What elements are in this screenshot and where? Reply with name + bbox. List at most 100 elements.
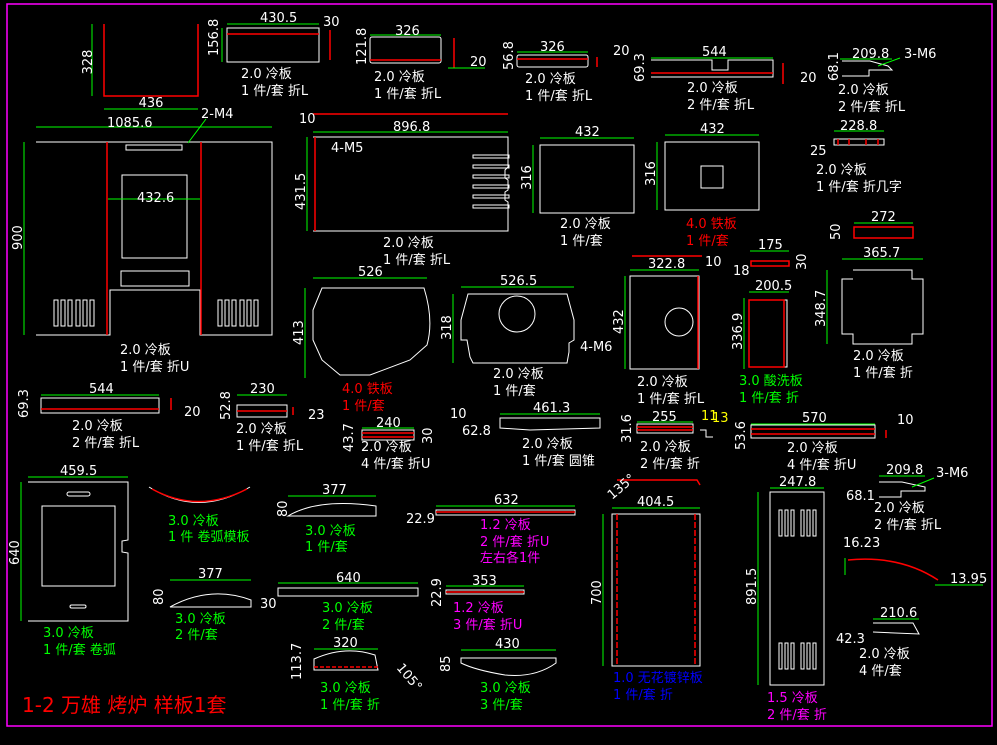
part-note: 1 件/套 折: [853, 365, 913, 381]
dim-label: 210.6: [880, 606, 917, 621]
dim-label: 156.8: [207, 19, 222, 56]
part-channel-228[interactable]: 228.8 25 2.0 冷板 1 件/套 折几字: [810, 119, 902, 195]
part-strip-632[interactable]: 632 22.9 1.2 冷板 2 件/套 折U 左右各1件: [406, 493, 576, 566]
part-note: 2.0 冷板: [383, 236, 434, 251]
part-note: 1 件/套 圆锥: [522, 453, 595, 469]
dim-label: 31.6: [620, 414, 635, 443]
part-arc-377a[interactable]: 377 80 3.0 冷板 1 件/套: [276, 483, 377, 555]
part-note: 1 件/套: [342, 398, 385, 414]
dim-label: 20: [800, 71, 817, 86]
part-note: 3.0 冷板: [168, 514, 219, 529]
part-note: 1 件/套 折几字: [816, 179, 902, 195]
part-bracket-209b[interactable]: 209.8 68.1 3-M6 2.0 冷板 2 件/套 折L: [846, 463, 968, 533]
part-note: 1 件/套 卷弧: [43, 642, 116, 658]
part-arc-320[interactable]: 320 113.7 105° 3.0 冷板 1 件/套 折: [290, 636, 425, 713]
part-note: 2.0 冷板: [361, 440, 412, 455]
dim-label: 13.95: [950, 572, 987, 587]
part-tray-526[interactable]: 526 413 4.0 铁板 1 件/套: [292, 265, 431, 414]
part-bracket-209a[interactable]: 209.8 68.1 3-M6 2.0 冷板 2 件/套 折L: [827, 47, 936, 115]
dim-label: 326: [540, 40, 565, 55]
part-note: 4.0 铁板: [686, 217, 737, 232]
part-panel-404[interactable]: 404.5 700 135° 1.0 无花镀锌板 1 件/套 折: [590, 471, 703, 703]
part-u-channel[interactable]: 328 436: [81, 24, 199, 111]
dim-label: 69.3: [17, 389, 32, 418]
part-note: 1 件/套 折: [613, 687, 673, 703]
dim-label: 316: [644, 161, 659, 186]
part-panel-247[interactable]: 247.8 891.5 1.5 冷板 2 件/套 折: [745, 475, 827, 723]
part-note: 1 件/套 折: [320, 697, 380, 713]
dim-label: 900: [11, 225, 26, 250]
part-note: 2 件/套 折L: [838, 99, 906, 115]
part-plate-544b[interactable]: 544 69.3 20 2.0 冷板 2 件/套 折L: [17, 382, 201, 451]
dim-label: 20: [184, 405, 201, 420]
part-arc-377b[interactable]: 377 80 3.0 冷板 2 件/套: [152, 567, 252, 643]
part-note: 2 件/套 折L: [687, 97, 755, 113]
part-door-459[interactable]: 459.5 640 3.0 冷板 1 件/套 卷弧: [8, 464, 129, 658]
part-strip-175[interactable]: 175 18 30: [733, 238, 810, 279]
part-plate-322[interactable]: 322.8 432 10 2.0 冷板 1 件/套 折L: [612, 255, 722, 407]
part-note: 2.0 冷板: [874, 501, 925, 516]
part-plate-432b[interactable]: 432 316 4.0 铁板 1 件/套: [644, 122, 760, 249]
part-plate-326a[interactable]: 326 121.8 20 2.0 冷板 1 件/套 折L: [355, 24, 487, 102]
part-note: 2.0 冷板: [787, 441, 838, 456]
dim-label: 348.7: [814, 290, 829, 327]
part-plate-570[interactable]: 570 53.6 10 2.0 冷板 4 件/套 折U: [734, 411, 914, 473]
part-strip-272[interactable]: 272 50: [829, 210, 914, 240]
part-note: 3.0 冷板: [322, 601, 373, 616]
dim-label: 22.9: [430, 578, 445, 607]
part-note: 2 件/套: [175, 627, 218, 643]
part-note: 2.0 冷板: [522, 437, 573, 452]
dim-label: 22.9: [406, 512, 435, 527]
part-plate-544a[interactable]: 544 69.3 20 2.0 冷板 2 件/套 折L: [633, 45, 817, 113]
part-note: 4 件/套: [859, 663, 902, 679]
part-note: 3.0 冷板: [320, 681, 371, 696]
part-box-200[interactable]: 200.5 336.9 3.0 酸洗板 1 件/套 折: [731, 279, 803, 406]
callout-label: 4-M5: [331, 141, 363, 156]
dim-label: 80: [276, 500, 291, 517]
dim-label: 326: [395, 24, 420, 39]
part-plate-326b[interactable]: 326 56.8 20 2.0 冷板 1 件/套 折L: [502, 40, 630, 104]
dim-label: 68.1: [827, 52, 842, 81]
dim-label: 68.1: [846, 489, 875, 504]
part-plate-230[interactable]: 230 52.8 23 2.0 冷板 1 件/套 折L: [219, 382, 325, 454]
part-strip-353[interactable]: 353 22.9 1.2 冷板 3 件/套 折U: [430, 574, 525, 633]
dim-label: 365.7: [863, 246, 900, 261]
part-plate-365[interactable]: 365.7 348.7 2.0 冷板 1 件/套 折: [814, 246, 924, 381]
part-note: 1 件/套 折U: [120, 359, 189, 375]
part-note: 3.0 冷板: [305, 524, 356, 539]
part-plate-255[interactable]: 255 31.6 11 13 2.0 冷板 2 件/套 折: [620, 409, 729, 472]
part-arc-430[interactable]: 430 85 3.0 冷板 3 件/套: [439, 637, 557, 713]
part-note: 2.0 冷板: [859, 647, 910, 662]
part-arc-strip[interactable]: 16.23 13.95: [843, 536, 987, 587]
part-note: 2.0 冷板: [853, 349, 904, 364]
dim-label: 121.8: [355, 28, 370, 65]
part-note: 4 件/套 折U: [787, 457, 856, 473]
dim-label: 209.8: [852, 47, 889, 62]
part-strip-640[interactable]: 640 30 3.0 冷板 2 件/套: [260, 571, 419, 633]
part-arc-template[interactable]: 3.0 冷板 1 件 卷弧模板: [148, 486, 251, 545]
dim-label: 10: [897, 413, 914, 428]
part-plate-526-5[interactable]: 526.5 318 4-M6 2.0 冷板 1 件/套: [440, 274, 612, 399]
part-note: 2.0 冷板: [640, 440, 691, 455]
part-note: 1 件 卷弧模板: [168, 529, 250, 545]
part-plate-430[interactable]: 430.5 156.8 30 2.0 冷板 1 件/套 折L: [207, 11, 340, 99]
part-cone-461[interactable]: 461.3 62.8 2.0 冷板 1 件/套 圆锥: [462, 401, 601, 469]
dim-label: 10: [450, 407, 467, 422]
part-bracket-210[interactable]: 210.6 42.3 2.0 冷板 4 件/套: [836, 606, 920, 679]
part-plate-240[interactable]: 240 43.7 10 30 2.0 冷板 4 件/套 折U: [342, 407, 467, 472]
dim-label: 85: [439, 655, 454, 672]
dim-label: 240: [376, 416, 401, 431]
part-note: 2 件/套 折: [640, 456, 700, 472]
part-note: 2.0 冷板: [560, 217, 611, 232]
part-note: 3 件/套: [480, 697, 523, 713]
dim-label: 430: [495, 637, 520, 652]
dim-label: 432: [700, 122, 725, 137]
part-note: 1 件/套 折: [739, 390, 799, 406]
part-plate-432a[interactable]: 432 316 2.0 冷板 1 件/套: [520, 125, 635, 249]
dim-label: 16.23: [843, 536, 880, 551]
dim-label: 526.5: [500, 274, 537, 289]
dim-label: 320: [333, 636, 358, 651]
part-plate-896[interactable]: 896.8 431.5 10 4-M5 2.0 冷板 1 件/套 折L: [294, 112, 510, 268]
part-front-panel[interactable]: 1085.6 900 432.6 2-M4 2.0 冷板 1 件/套 折U: [11, 107, 273, 375]
